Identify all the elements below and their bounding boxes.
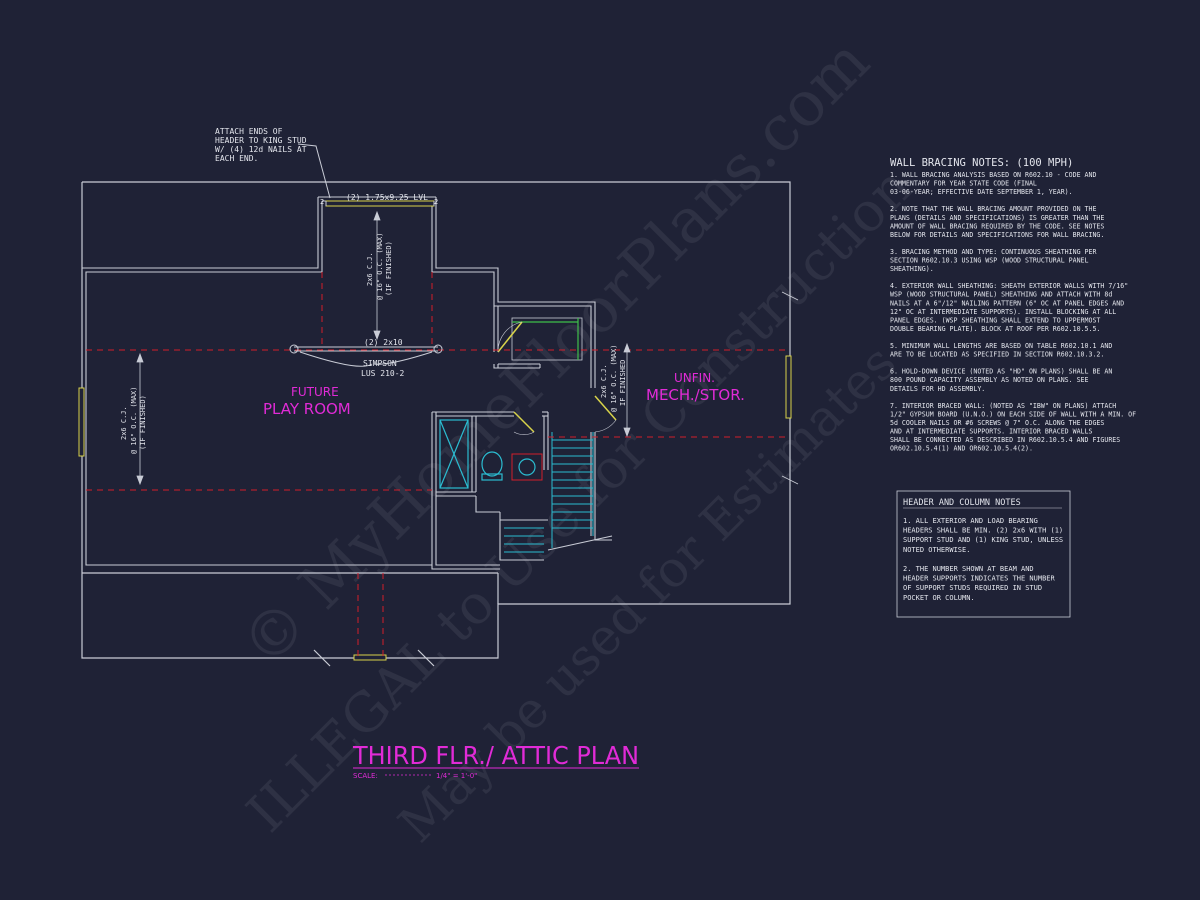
room-labels: FUTURE PLAY ROOM UNFIN. MECH./STOR. [263,371,745,418]
wall-bracing-notes: WALL BRACING NOTES: (100 MPH) 1. WALL BR… [890,157,1136,453]
svg-text:2x6 C.J.: 2x6 C.J. [366,252,374,286]
lvl-label: (2) 1.75x9.25 LVL [346,193,428,202]
beam-2x10-label: (2) 2x10 [364,338,403,347]
window-left [78,387,85,457]
svg-text:SIMPSON: SIMPSON [363,359,397,368]
window-right [785,355,792,419]
wall-bracing-line-8: BELOW FOR DETAILS AND SPECIFICATIONS FOR… [890,231,1104,239]
room-label-play-room: PLAY ROOM [263,400,351,418]
scale-value: 1/4" = 1'-0" [436,772,477,780]
wall-bracing-line-15: WSP (WOOD STRUCTURAL PANEL) SHEATHING AN… [890,291,1112,299]
svg-text:@ 16" O.C. (MAX): @ 16" O.C. (MAX) [130,387,138,454]
wall-bracing-line-21: 5. MINIMUM WALL LENGTHS ARE BASED ON TAB… [890,342,1112,350]
wall-bracing-line-16: NAILS AT A 6"/12" NAILING PATTERN (6" OC… [890,299,1124,307]
header-notes-line-6: 2. THE NUMBER SHOWN AT BEAM AND [903,565,1034,573]
wall-bracing-line-33: OR602.10.5.4(1) AND OR602.10.5.4(2). [890,445,1033,453]
watermark-line-1: © MyHomeFloorPlans.com [227,24,883,680]
wall-bracing-line-10: 3. BRACING METHOD AND TYPE: CONTINUOUS S… [890,248,1096,256]
svg-text:@ 16" O.C. (MAX): @ 16" O.C. (MAX) [610,345,618,412]
lvl-studs-left: 2 [320,198,324,206]
svg-text:EACH END.: EACH END. [215,154,258,163]
svg-text:2x6 C.J.: 2x6 C.J. [120,406,128,440]
header-notes-line-3: SUPPORT STUD AND (1) KING STUD, UNLESS [903,536,1063,544]
header-notes-title: HEADER AND COLUMN NOTES [903,498,1021,508]
wall-bracing-line-11: SECTION R602.10.3 USING WSP (WOOD STRUCT… [890,257,1089,265]
edge-ticks [781,291,799,485]
header-notes-line-4: NOTED OTHERWISE. [903,546,970,554]
svg-text:LUS 210-2: LUS 210-2 [361,369,405,378]
wall-bracing-line-28: 7. INTERIOR BRACED WALL: (NOTED AS "IBW"… [890,402,1116,410]
dashed-lines [86,272,790,658]
mech-door [594,395,617,433]
joist-arrows [136,210,631,486]
header-attach-note: ATTACH ENDS OF HEADER TO KING STUD W/ (4… [215,127,307,163]
cj-left-note: 2x6 C.J. @ 16" O.C. (MAX) (IF FINISHED) [120,387,147,454]
wall-bracing-line-31: AND AT INTERMEDIATE SUPPORTS. INTERIOR B… [890,428,1092,436]
wall-bracing-line-14: 4. EXTERIOR WALL SHEATHING: SHEATH EXTER… [890,282,1128,290]
wall-bracing-title: WALL BRACING NOTES: (100 MPH) [890,157,1073,169]
room-label-mech: MECH./STOR. [646,386,745,404]
room-label-future: FUTURE [291,385,339,399]
header-notes-line-9: POCKET OR COLUMN. [903,594,975,602]
cj-right-note: 2x6 C.J. @ 16" O.C. (MAX) IF FINISHED [600,345,627,412]
header-notes-line-8: OF SUPPORT STUDS REQUIRED IN STUD [903,584,1042,592]
wall-bracing-line-12: SHEATHING). [890,265,934,273]
wall-bracing-line-26: DETAILS FOR HD ASSEMBLY. [890,385,985,393]
bath-fixtures [439,411,543,489]
wall-bracing-line-18: PANEL EDGES. (WSP SHEATHING SHALL EXTEND… [890,316,1100,324]
shower [439,419,469,489]
room-label-unfin: UNFIN. [674,371,715,385]
wall-bracing-line-6: PLANS (DETAILS AND SPECIFICATIONS) IS GR… [890,214,1104,222]
sink [511,453,543,481]
stairs [504,432,594,553]
wall-bracing-line-7: AMOUNT OF WALL BRACING REQUIRED BY THE C… [890,222,1104,230]
roof-outline [81,181,791,667]
svg-text:(IF FINISHED): (IF FINISHED) [385,241,393,296]
plan-title: THIRD FLR./ ATTIC PLAN [352,741,639,770]
svg-text:(IF FINISHED): (IF FINISHED) [139,395,147,450]
wall-bracing-line-3: 03-06-YEAR; EFFECTIVE DATE SEPTEMBER 1, … [890,188,1073,196]
wall-bracing-line-1: 1. WALL BRACING ANALYSIS BASED ON R602.1… [890,171,1096,179]
wall-bracing-line-30: 5d COOLER NAILS OR #6 SCREWS @ 7" O.C. A… [890,419,1104,427]
simpson-note: SIMPSON LUS 210-2 [361,359,405,378]
window-bottom [353,654,387,661]
wall-bracing-line-25: 800 POUND CAPACITY ASSEMBLY AS NOTED ON … [890,376,1089,384]
beams [289,143,443,367]
wall-bracing-line-5: 2. NOTE THAT THE WALL BRACING AMOUNT PRO… [890,205,1096,213]
lvl-studs-right: 2 [434,198,438,206]
cj-center-note: 2x6 C.J. @ 16" O.C. (MAX) (IF FINISHED) [366,233,393,300]
header-notes-line-7: HEADER SUPPORTS INDICATES THE NUMBER [903,575,1056,583]
wall-bracing-line-24: 6. HOLD-DOWN DEVICE (NOTED AS "HD" ON PL… [890,368,1112,376]
svg-text:2x6 C.J.: 2x6 C.J. [600,364,608,398]
header-column-notes: HEADER AND COLUMN NOTES 1. ALL EXTERIOR … [896,490,1071,618]
svg-text:@ 16" O.C. (MAX): @ 16" O.C. (MAX) [376,233,384,300]
toilet [481,451,503,481]
watermark: © MyHomeFloorPlans.com ILLEGAL to Use fo… [227,24,924,853]
wall-bracing-line-22: ARE TO BE LOCATED AS SPECIFIED IN SECTIO… [890,351,1104,359]
wall-bracing-line-29: 1/2" GYPSUM BOARD (U.N.O.) ON EACH SIDE … [890,410,1136,418]
svg-text:W/ (4) 12d NAILS AT: W/ (4) 12d NAILS AT [215,145,307,154]
svg-text:ATTACH ENDS OF: ATTACH ENDS OF [215,127,283,136]
annotations: ATTACH ENDS OF HEADER TO KING STUD W/ (4… [120,127,627,454]
closet [497,317,583,361]
wall-bracing-line-17: 12" OC AT INTERMEDIATE SUPPORTS). INSTAL… [890,308,1116,316]
wall-bracing-line-32: SHALL BE CONNECTED AS DESCRIBED IN R602.… [890,436,1120,444]
plan-title-block: THIRD FLR./ ATTIC PLAN SCALE: 1/4" = 1'-… [352,741,639,780]
header-notes-line-2: HEADERS SHALL BE MIN. (2) 2x6 WITH (1) [903,527,1063,535]
wall-bracing-line-2: COMMENTARY FOR YEAR STATE CODE (FINAL [890,180,1037,188]
scale-label: SCALE: [353,772,378,780]
header-notes-line-1: 1. ALL EXTERIOR AND LOAD BEARING [903,517,1038,525]
wall-bracing-line-19: DOUBLE BEARING PLATE). BLOCK AT ROOF PER… [890,325,1100,333]
svg-text:HEADER TO KING STUD: HEADER TO KING STUD [215,136,307,145]
svg-text:IF FINISHED: IF FINISHED [619,360,627,406]
